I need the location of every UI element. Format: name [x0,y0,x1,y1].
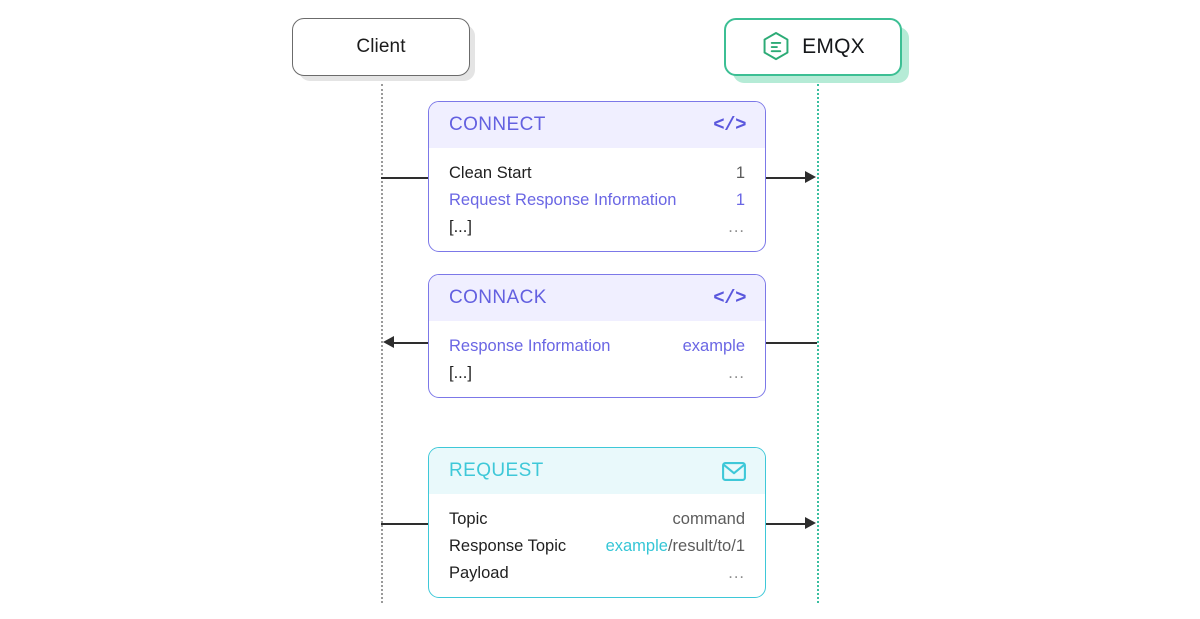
code-brackets-icon: </> [713,286,746,309]
packet-row: Request Response Information 1 [449,187,745,214]
row-key: Response Topic [449,537,567,555]
packet-row: [...] ... [449,214,745,241]
actor-broker-label: EMQX [802,35,865,58]
row-value: example [682,337,745,355]
packet-title-connect: CONNECT [449,114,546,135]
row-value: 1 [735,164,745,182]
packet-row: Response Topic example/result/to/1 [449,533,745,560]
row-value: ... [728,364,745,382]
packet-row: Topic command [449,506,745,533]
row-key: Clean Start [449,164,532,182]
code-brackets-icon: </> [713,113,746,136]
connector-request-left [381,523,428,525]
connector-connect-right [766,177,807,179]
row-value: 1 [735,191,745,209]
packet-title-connack: CONNACK [449,287,547,308]
row-key: [...] [449,364,472,382]
packet-row: [...] ... [449,360,745,387]
row-value: command [672,510,745,528]
packet-header-connect: CONNECT </> [429,102,765,148]
packet-card-connack[interactable]: CONNACK </> Response Information example… [428,274,766,398]
connector-request-right [766,523,807,525]
connector-connect-left [381,177,428,179]
arrowhead-request-right [805,517,816,529]
packet-body-connack: Response Information example [...] ... [429,321,765,397]
packet-card-request[interactable]: REQUEST Topic command Response Topic exa… [428,447,766,598]
row-key: Request Response Information [449,191,677,209]
connector-connack-right [766,342,817,344]
row-value-part: /result/to/1 [667,537,745,555]
actor-broker: EMQX [724,18,902,76]
packet-header-request: REQUEST [429,448,765,494]
envelope-icon [722,461,746,481]
row-key: Response Information [449,337,611,355]
emqx-hexagon-logo-icon [761,31,791,63]
row-value: example/result/to/1 [606,533,745,560]
arrowhead-connack-left [383,336,394,348]
row-key: Topic [449,510,488,528]
actor-client: Client [292,18,470,76]
row-value: ... [728,564,745,582]
actor-client-label: Client [356,36,406,57]
packet-card-connect[interactable]: CONNECT </> Clean Start 1 Request Respon… [428,101,766,252]
row-key: Payload [449,564,509,582]
packet-row: Clean Start 1 [449,160,745,187]
packet-body-connect: Clean Start 1 Request Response Informati… [429,148,765,251]
connector-connack-left [394,342,428,344]
lifeline-client [381,84,383,603]
lifeline-broker [817,84,819,603]
arrowhead-connect-right [805,171,816,183]
packet-header-connack: CONNACK </> [429,275,765,321]
row-value-part: example [605,537,668,555]
row-value: ... [728,218,745,236]
packet-title-request: REQUEST [449,460,544,481]
packet-row: Payload ... [449,560,745,587]
packet-row: Response Information example [449,333,745,360]
row-key: [...] [449,218,472,236]
packet-body-request: Topic command Response Topic example/res… [429,494,765,597]
